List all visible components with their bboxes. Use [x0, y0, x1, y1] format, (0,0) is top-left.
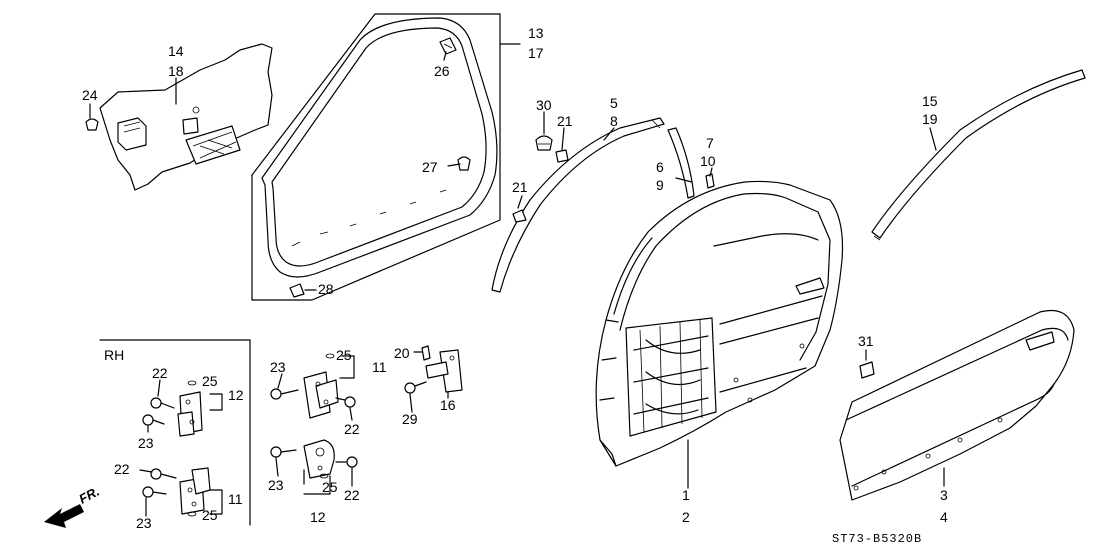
diagram-code: ST73-B5320B — [832, 532, 922, 546]
part-clip-21a — [555, 149, 569, 163]
part-bolt-lh-1 — [270, 388, 299, 400]
part-door-shell — [595, 180, 844, 467]
callout-23a: 23 — [138, 435, 154, 451]
part-roof-molding — [871, 69, 1086, 241]
callout-22c: 22 — [344, 421, 360, 437]
callout-7: 7 — [706, 135, 714, 151]
callout-21b: 21 — [512, 179, 528, 195]
callout-10: 10 — [700, 153, 716, 169]
callout-8: 8 — [610, 113, 618, 129]
callout-20: 20 — [394, 345, 410, 361]
rh-group-box — [99, 339, 251, 526]
callout-3: 3 — [940, 487, 948, 503]
callout-25c: 25 — [336, 347, 352, 363]
callout-1: 1 — [682, 487, 690, 503]
callout-12b: 12 — [310, 509, 326, 525]
part-door-weatherstrip — [261, 17, 498, 278]
callout-25a: 25 — [202, 373, 218, 389]
part-door-skin — [839, 309, 1075, 501]
part-bolt-rh-1 — [150, 397, 175, 409]
callout-22a: 22 — [152, 365, 168, 381]
callout-30: 30 — [536, 97, 552, 113]
callout-2: 2 — [682, 509, 690, 525]
callout-19: 19 — [922, 111, 938, 127]
part-washer-rh-2 — [187, 511, 197, 517]
leader-lines — [89, 51, 945, 517]
callout-5: 5 — [610, 95, 618, 111]
part-bolt-rh-3 — [150, 468, 177, 480]
callout-25d: 25 — [322, 479, 338, 495]
callout-6: 6 — [656, 159, 664, 175]
rh-label: RH — [104, 347, 124, 363]
callout-27: 27 — [422, 159, 438, 175]
callout-22b: 22 — [114, 461, 130, 477]
part-lh-lower-hinge — [303, 439, 335, 479]
callout-15: 15 — [922, 93, 938, 109]
callout-22d: 22 — [344, 487, 360, 503]
part-garnish-6 — [667, 127, 695, 199]
part-bolt-rh-2 — [142, 414, 165, 426]
part-rh-upper-hinge — [177, 391, 203, 437]
callout-31: 31 — [858, 333, 874, 349]
callout-23c: 23 — [270, 359, 286, 375]
callout-29: 29 — [402, 411, 418, 427]
part-washer-rh-1 — [187, 380, 197, 386]
part-bolt-lh-4 — [335, 456, 358, 468]
callout-13: 13 — [528, 25, 544, 41]
callout-labels: 14 18 24 13 17 26 27 28 30 21 21 5 8 7 1… — [82, 25, 948, 546]
part-door-checker — [425, 349, 463, 393]
callout-23d: 23 — [268, 477, 284, 493]
part-bolt-lh-2 — [335, 396, 356, 408]
weatherstrip-group-box — [251, 13, 501, 301]
part-bolt-rh-4 — [142, 486, 167, 498]
part-clip-21b — [512, 209, 527, 223]
part-clip-28 — [289, 283, 317, 298]
front-label: FR. — [76, 484, 102, 507]
front-direction-arrow: FR. — [44, 484, 102, 528]
part-bolt-29 — [404, 381, 427, 394]
callout-11a: 11 — [228, 491, 243, 507]
part-clip-31 — [859, 361, 875, 379]
callout-18: 18 — [168, 63, 184, 79]
part-lh-upper-hinge — [303, 371, 339, 419]
callout-14: 14 — [168, 43, 184, 59]
callout-11b: 11 — [372, 359, 387, 375]
callout-17: 17 — [528, 45, 544, 61]
part-pin-20 — [421, 345, 431, 361]
part-clip-27 — [457, 156, 471, 171]
callout-26: 26 — [434, 63, 450, 79]
callout-25b: 25 — [202, 507, 218, 523]
callout-12a: 12 — [228, 387, 244, 403]
part-door-insulator — [99, 43, 273, 191]
part-clip-30 — [535, 135, 553, 151]
callout-24: 24 — [82, 87, 98, 103]
part-nut-24 — [85, 118, 99, 131]
part-rh-lower-hinge — [179, 467, 211, 515]
part-washer-lh-1 — [325, 353, 335, 359]
callout-16: 16 — [440, 397, 456, 413]
callout-23b: 23 — [136, 515, 152, 531]
part-bolt-lh-3 — [270, 446, 297, 458]
callout-21a: 21 — [557, 113, 573, 129]
callout-9: 9 — [656, 177, 664, 193]
part-clip-26 — [439, 37, 457, 55]
callout-28: 28 — [318, 281, 334, 297]
part-washer-lh-2 — [319, 473, 329, 479]
callout-4: 4 — [940, 509, 948, 525]
